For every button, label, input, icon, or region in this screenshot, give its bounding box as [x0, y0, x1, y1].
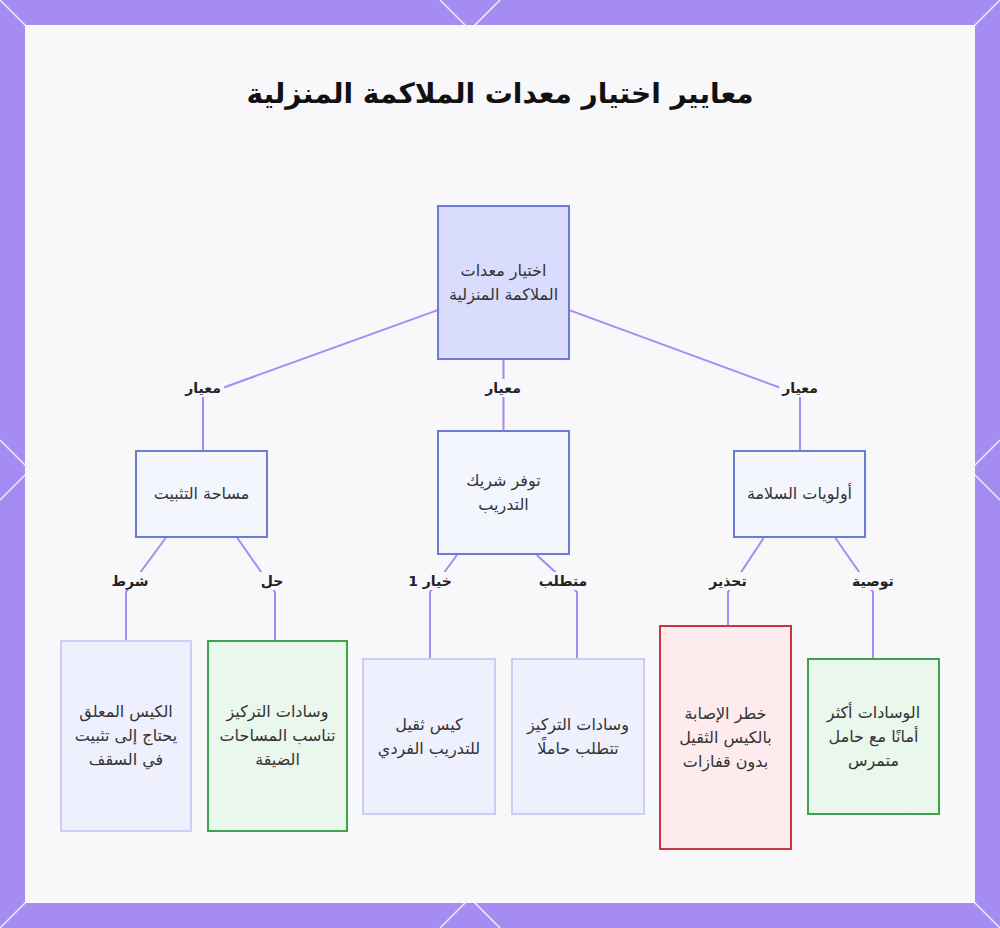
- connector-line: [430, 555, 457, 658]
- connector-line: [537, 555, 577, 658]
- criterion-box: توفر شريك التدريب: [437, 430, 570, 555]
- edge-label: توصية: [849, 572, 897, 590]
- node-label: الكيس المعلق يحتاج إلى تثبيت في السقف: [71, 700, 181, 772]
- criterion-box: مساحة التثبيت: [135, 450, 268, 538]
- node-label: أولويات السلامة: [747, 482, 852, 506]
- criterion-box: أولويات السلامة: [733, 450, 866, 538]
- edge-label: حل: [258, 572, 287, 590]
- watermark-icon: [892, 807, 968, 883]
- watermark-circle: [892, 807, 968, 883]
- edge-label: متطلب: [536, 572, 591, 590]
- node-label: وسادات التركيز تتطلب حاملًا: [522, 713, 634, 761]
- info-box: الكيس المعلق يحتاج إلى تثبيت في السقف: [60, 640, 192, 832]
- node-label: كيس ثقيل للتدريب الفردي: [373, 713, 485, 761]
- node-label: توفر شريك التدريب: [448, 469, 559, 517]
- edge-label: معيار: [182, 379, 224, 397]
- edge-label: خيار 1: [405, 572, 455, 590]
- info-box: وسادات التركيز تتطلب حاملًا: [511, 658, 645, 815]
- connector-line: [203, 310, 437, 450]
- node-label: خطر الإصابة بالكيس الثقيل بدون قفازات: [670, 702, 781, 774]
- connector-line: [570, 310, 800, 450]
- solution-box: وسادات التركيز تناسب المساحات الضيقة: [207, 640, 348, 832]
- edge-label: شرط: [108, 572, 151, 590]
- node-label: مساحة التثبيت: [154, 482, 250, 506]
- node-label: وسادات التركيز تناسب المساحات الضيقة: [218, 700, 337, 772]
- edge-label: تحذير: [706, 572, 749, 590]
- solution-box: الوسادات أكثر أمانًا مع حامل متمرس: [807, 658, 940, 815]
- node-label: الوسادات أكثر أمانًا مع حامل متمرس: [818, 701, 929, 773]
- watermark-shield: [912, 822, 948, 870]
- root-box: اختيار معدات الملاكمة المنزلية: [437, 205, 570, 360]
- edge-label: معيار: [779, 379, 821, 397]
- connector-line: [835, 538, 873, 658]
- node-label: اختيار معدات الملاكمة المنزلية: [448, 259, 559, 307]
- warning-box: خطر الإصابة بالكيس الثقيل بدون قفازات: [659, 625, 792, 850]
- diagram-title: معايير اختيار معدات الملاكمة المنزلية: [240, 76, 760, 112]
- info-box: كيس ثقيل للتدريب الفردي: [362, 658, 496, 815]
- edge-label: معيار: [482, 379, 524, 397]
